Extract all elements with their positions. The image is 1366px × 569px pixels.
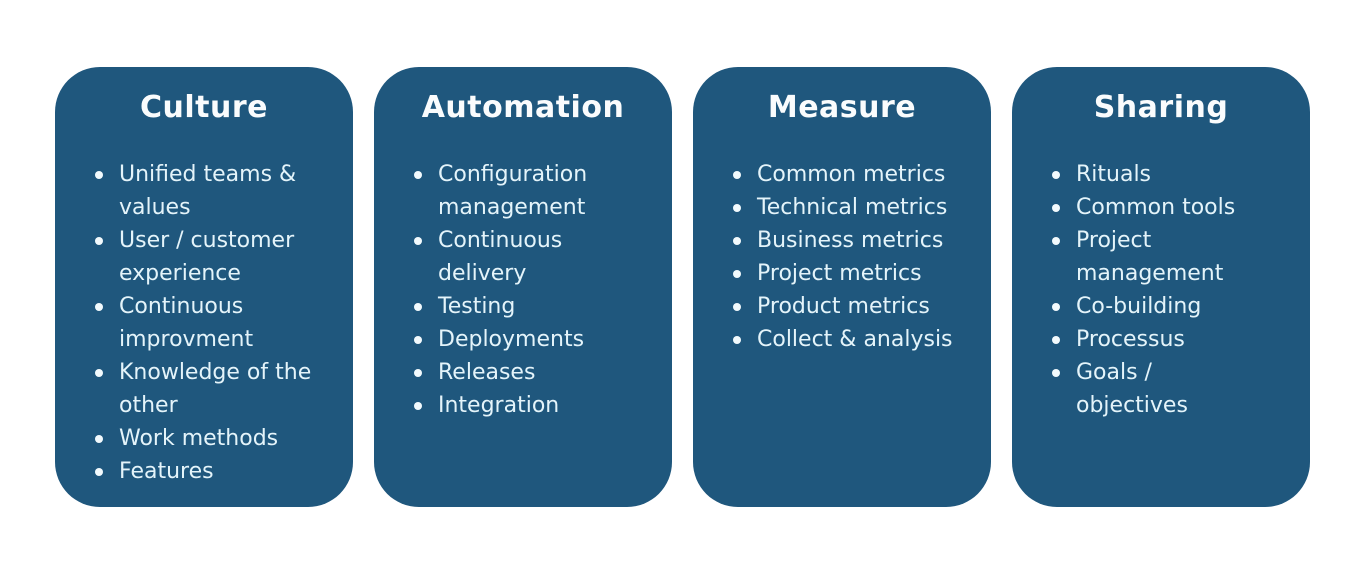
list-item: Processus <box>1052 323 1300 356</box>
bullet-icon <box>414 171 422 179</box>
list-item: Technical metrics <box>733 191 981 224</box>
list-item-text: Releases <box>438 360 536 385</box>
list-item-text: Features <box>119 459 214 484</box>
card-title: Culture <box>140 90 268 125</box>
list-item-text: Technical metrics <box>757 195 948 220</box>
list-item-text: Work methods <box>119 426 279 451</box>
list-item-text: Configuration management <box>438 162 588 220</box>
list-item-text: User / customer experience <box>119 228 295 286</box>
list-item: Releases <box>414 356 662 389</box>
list-item-text: Project metrics <box>757 261 922 286</box>
bullet-icon <box>414 237 422 245</box>
card-list: Rituals Common tools Project management … <box>1012 158 1310 422</box>
bullet-icon <box>95 237 103 245</box>
card-title: Sharing <box>1093 90 1229 125</box>
card-list: Configuration management Continuous deli… <box>374 158 672 422</box>
list-item: Continuous improvment <box>95 290 343 356</box>
bullet-icon <box>1052 237 1060 245</box>
list-item: Common tools <box>1052 191 1300 224</box>
list-item: Goals / objectives <box>1052 356 1300 422</box>
bullet-icon <box>1052 369 1060 377</box>
list-item: Project metrics <box>733 257 981 290</box>
list-item: Business metrics <box>733 224 981 257</box>
list-item: Testing <box>414 290 662 323</box>
list-item-text: Deployments <box>438 327 585 352</box>
card-title: Measure <box>767 90 917 125</box>
list-item: Knowledge of the other <box>95 356 343 422</box>
list-item-text: Goals / objectives <box>1076 360 1188 418</box>
bullet-icon <box>95 303 103 311</box>
list-item-text: Rituals <box>1076 162 1152 187</box>
list-item: Rituals <box>1052 158 1300 191</box>
list-item: Configuration management <box>414 158 662 224</box>
list-item-text: Product metrics <box>757 294 930 319</box>
list-item: User / customer experience <box>95 224 343 290</box>
bullet-icon <box>733 204 741 212</box>
list-item-text: Business metrics <box>757 228 944 253</box>
list-item: Unified teams & values <box>95 158 343 224</box>
card-sharing: Sharing Rituals Common tools Project man… <box>1012 67 1310 507</box>
list-item-text: Co-building <box>1076 294 1202 319</box>
list-item-text: Knowledge of the other <box>119 360 312 418</box>
list-item-text: Unified teams & values <box>119 162 297 220</box>
list-item: Common metrics <box>733 158 981 191</box>
card-title: Automation <box>421 90 625 125</box>
list-item: Product metrics <box>733 290 981 323</box>
bullet-icon <box>414 303 422 311</box>
list-item: Work methods <box>95 422 343 455</box>
list-item: Co-building <box>1052 290 1300 323</box>
list-item: Deployments <box>414 323 662 356</box>
bullet-icon <box>95 171 103 179</box>
bullet-icon <box>95 468 103 476</box>
cards-row: Culture Unified teams & values User / cu… <box>55 67 1310 507</box>
card-list: Common metrics Technical metrics Busines… <box>693 158 991 356</box>
list-item-text: Collect & analysis <box>757 327 953 352</box>
list-item: Collect & analysis <box>733 323 981 356</box>
list-item-text: Integration <box>438 393 560 418</box>
bullet-icon <box>95 369 103 377</box>
list-item-text: Processus <box>1076 327 1185 352</box>
bullet-icon <box>414 336 422 344</box>
bullet-icon <box>414 369 422 377</box>
list-item: Features <box>95 455 343 488</box>
list-item: Integration <box>414 389 662 422</box>
bullet-icon <box>733 237 741 245</box>
card-measure: Measure Common metrics Technical metrics… <box>693 67 991 507</box>
list-item-text: Continuous delivery <box>438 228 563 286</box>
card-culture: Culture Unified teams & values User / cu… <box>55 67 353 507</box>
bullet-icon <box>1052 171 1060 179</box>
list-item-text: Continuous improvment <box>119 294 254 352</box>
bullet-icon <box>733 303 741 311</box>
bullet-icon <box>733 270 741 278</box>
list-item: Continuous delivery <box>414 224 662 290</box>
list-item: Project management <box>1052 224 1300 290</box>
bullet-icon <box>733 171 741 179</box>
list-item-text: Common metrics <box>757 162 946 187</box>
bullet-icon <box>414 402 422 410</box>
bullet-icon <box>733 336 741 344</box>
list-item-text: Testing <box>438 294 516 319</box>
card-list: Unified teams & values User / customer e… <box>55 158 353 488</box>
card-automation: Automation Configuration management Cont… <box>374 67 672 507</box>
list-item-text: Common tools <box>1076 195 1236 220</box>
bullet-icon <box>95 435 103 443</box>
bullet-icon <box>1052 336 1060 344</box>
bullet-icon <box>1052 303 1060 311</box>
bullet-icon <box>1052 204 1060 212</box>
list-item-text: Project management <box>1076 228 1224 286</box>
